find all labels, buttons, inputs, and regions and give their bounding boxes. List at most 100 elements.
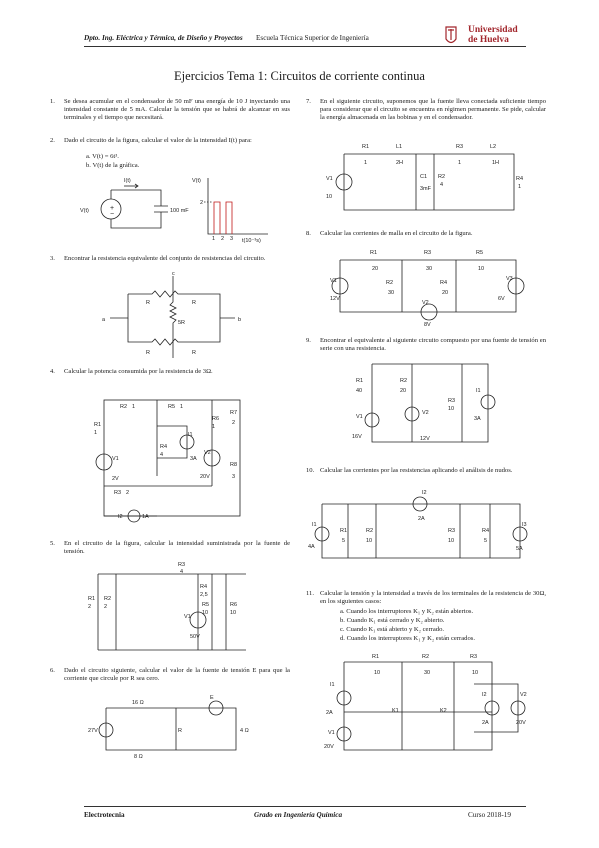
svg-text:30: 30 [426,266,432,272]
svg-text:4A: 4A [308,544,315,550]
svg-text:1: 1 [212,236,215,242]
svg-text:R3: R3 [448,528,455,534]
svg-text:8 Ω: 8 Ω [134,754,143,760]
svg-text:1A: 1A [142,514,149,520]
svg-text:10: 10 [448,406,454,412]
problem-8-text: Calcular las corrientes de malla en el c… [320,230,473,237]
svg-text:10: 10 [472,670,478,676]
svg-text:I2: I2 [422,490,427,496]
problem-number: 2. [50,137,55,144]
svg-text:2: 2 [88,604,91,610]
svg-text:3mF: 3mF [420,186,432,192]
svg-text:10: 10 [478,266,484,272]
svg-text:E: E [210,695,214,701]
problem-4-text: Calcular la potencia consumida por la re… [64,368,213,375]
svg-text:+: + [110,205,114,212]
problem-2-case-a: a. V(t) = 6t³. [86,153,119,160]
problem-number: 11. [306,590,314,597]
svg-text:100 mF: 100 mF [170,208,189,214]
svg-text:I1: I1 [330,682,335,688]
svg-text:R1: R1 [340,528,347,534]
svg-text:2: 2 [126,490,129,496]
svg-text:20V: 20V [200,474,210,480]
svg-text:R3: R3 [424,250,431,256]
svg-text:R5: R5 [476,250,483,256]
svg-text:V2: V2 [422,300,429,306]
svg-text:3: 3 [230,236,233,242]
svg-text:R3: R3 [456,144,463,150]
svg-text:R: R [146,300,150,306]
svg-text:2: 2 [200,200,203,206]
svg-text:R2: R2 [104,596,111,602]
footer-course: Curso 2018-19 [468,811,511,819]
svg-text:R2: R2 [120,404,127,410]
svg-text:c: c [172,272,175,277]
svg-text:2: 2 [104,604,107,610]
svg-text:R3: R3 [114,490,121,496]
problem-number: 10. [306,467,315,474]
circuit-6-diagram: 16 Ω 8 Ω 4 Ω R E 27V [88,695,249,760]
svg-text:R1: R1 [88,596,95,602]
svg-text:5: 5 [342,538,345,544]
svg-text:1: 1 [132,404,135,410]
problem-11-text: Calcular la tensión y la intensidad a tr… [320,590,546,606]
header-school: Escuela Técnica Superior de Ingeniería [256,34,369,42]
svg-text:10: 10 [326,194,332,200]
svg-text:V2: V2 [204,450,211,456]
svg-text:R1: R1 [94,422,101,428]
svg-text:I1: I1 [188,432,193,438]
svg-text:V1: V1 [328,730,335,736]
svg-text:R8: R8 [230,462,237,468]
svg-text:50V: 50V [190,634,200,640]
svg-text:20: 20 [400,388,406,394]
svg-text:V1: V1 [330,278,337,284]
svg-text:5R: 5R [178,320,185,326]
svg-text:V1: V1 [112,456,119,462]
svg-text:V2: V2 [520,692,527,698]
svg-text:3A: 3A [474,416,481,422]
problem-number: 7. [306,98,311,105]
svg-text:30: 30 [388,290,394,296]
svg-text:R4: R4 [482,528,489,534]
svg-text:20: 20 [442,290,448,296]
problem-1-text: Se desea acumular en el condensador de 5… [64,98,290,122]
svg-text:R4: R4 [160,444,167,450]
svg-text:2A: 2A [326,710,333,716]
svg-text:2V: 2V [112,476,119,482]
svg-text:20: 20 [372,266,378,272]
problem-11-case: c. Cuando K₁ está abierto y K₂ cerrado. [340,626,445,633]
problem-9-text: Encontrar el equivalente al siguiente ci… [320,337,546,353]
svg-text:R1: R1 [362,144,369,150]
svg-text:10: 10 [374,670,380,676]
svg-text:V1: V1 [184,614,191,620]
svg-text:V2: V2 [422,410,429,416]
svg-text:R2: R2 [400,378,407,384]
svg-text:10: 10 [448,538,454,544]
problem-7-text: En el siguiente circuito, suponemos que … [320,98,546,122]
svg-text:R1: R1 [356,378,363,384]
svg-text:L2: L2 [490,144,496,150]
svg-text:2,5: 2,5 [200,592,208,598]
svg-text:R5: R5 [168,404,175,410]
problem-3-text: Encontrar la resistencia equivalente del… [64,255,266,262]
svg-text:V(t): V(t) [192,178,201,184]
svg-text:R5: R5 [202,602,209,608]
problem-11-case: a. Cuando los interruptores K₁ y K₂ está… [340,608,474,615]
svg-text:R7: R7 [230,410,237,416]
svg-text:30: 30 [424,670,430,676]
svg-text:40: 40 [356,388,362,394]
svg-text:2: 2 [221,236,224,242]
problem-number: 3. [50,255,55,262]
svg-text:R3: R3 [470,654,477,660]
svg-text:1: 1 [458,160,461,166]
svg-text:16 Ω: 16 Ω [132,700,144,706]
svg-text:R2: R2 [386,280,393,286]
svg-text:K2: K2 [440,708,447,714]
svg-text:C1: C1 [420,174,427,180]
svg-text:R2: R2 [422,654,429,660]
